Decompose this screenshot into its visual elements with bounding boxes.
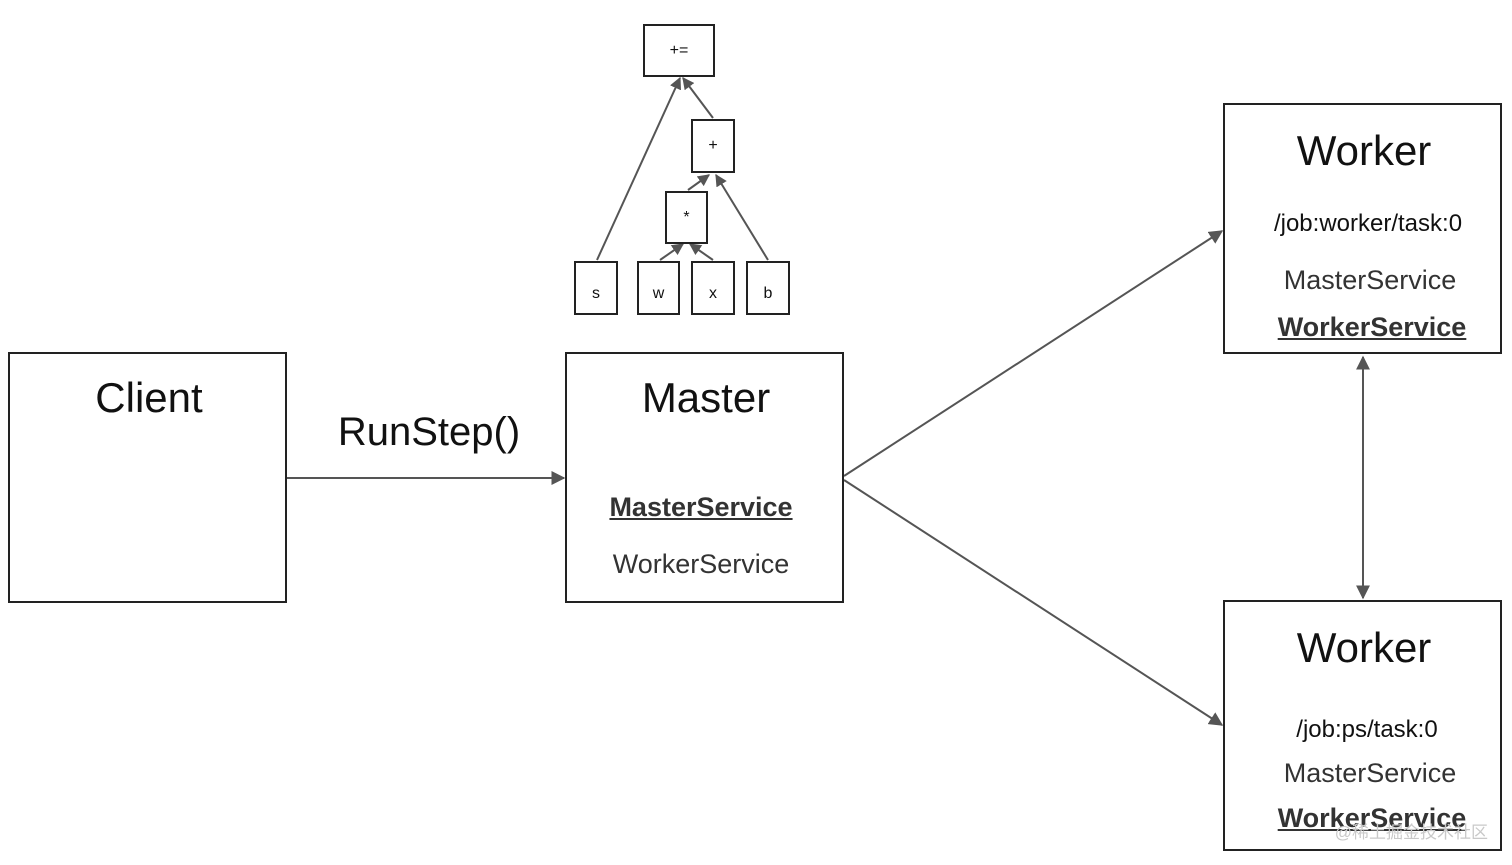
graph-node-mul: *: [665, 191, 708, 244]
edge-w-to-mul: [659, 243, 684, 261]
master-box: Master MasterService WorkerService: [565, 352, 844, 603]
graph-node-s: s: [574, 261, 618, 315]
graph-node-add: +: [691, 119, 735, 173]
worker-box-bottom: Worker /job:ps/task:0 MasterService Work…: [1223, 600, 1502, 851]
worker-top-master-service-label: MasterService: [1283, 265, 1457, 295]
arrow-master-to-worker-bottom: [843, 479, 1224, 726]
worker-bottom-master-service-label: MasterService: [1283, 758, 1457, 788]
worker-top-worker-service-label: WorkerService: [1277, 312, 1467, 342]
graph-node-assign-add: +=: [643, 24, 715, 77]
client-box: Client: [8, 352, 287, 603]
edge-s-to-assign-add: [596, 76, 681, 261]
edge-x-to-mul: [689, 243, 714, 261]
graph-node-x: x: [691, 261, 735, 315]
watermark: @稀土掘金技术社区: [1334, 823, 1488, 842]
worker-box-top: Worker /job:worker/task:0 MasterService …: [1223, 103, 1502, 354]
worker-bottom-worker-service-label: WorkerService: [1277, 803, 1467, 833]
worker-bottom-title: Worker: [1296, 624, 1432, 671]
master-title: Master: [641, 374, 771, 421]
runstep-label: RunStep(): [337, 410, 521, 454]
worker-top-title: Worker: [1296, 127, 1432, 174]
edge-mul-to-add: [687, 174, 710, 191]
master-service-label: MasterService: [609, 492, 793, 522]
worker-bottom-job-path: /job:ps/task:0: [1296, 716, 1438, 743]
edge-b-to-add: [715, 173, 769, 261]
arrow-master-to-worker-top: [843, 230, 1224, 477]
worker-top-job-path: /job:worker/task:0: [1273, 210, 1463, 237]
edge-add-to-assign-add: [682, 77, 714, 119]
client-title: Client: [95, 374, 203, 421]
graph-node-b: b: [746, 261, 790, 315]
worker-service-label: WorkerService: [612, 549, 790, 579]
graph-node-w: w: [637, 261, 680, 315]
